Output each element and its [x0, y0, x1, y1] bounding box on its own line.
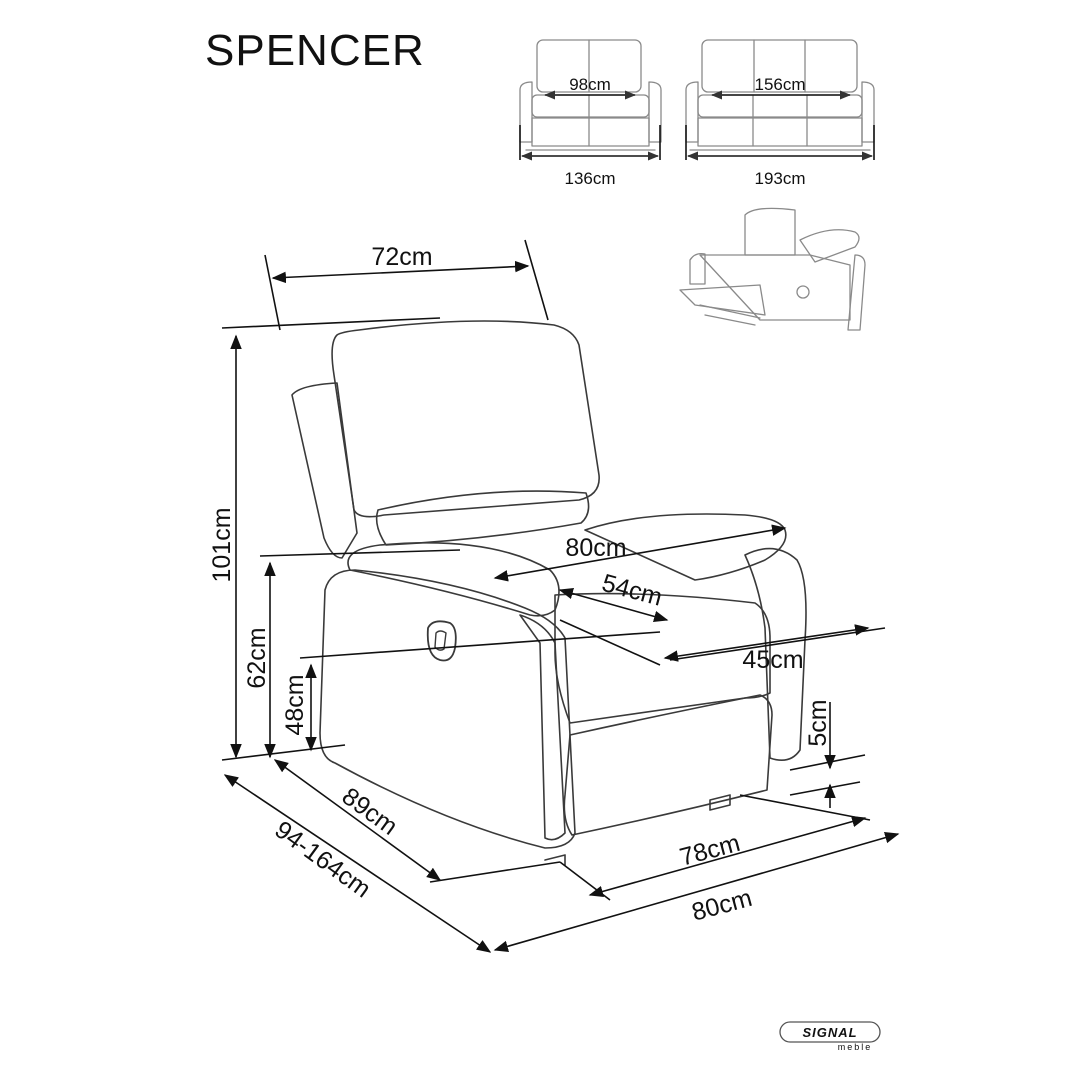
logo-sub: meble	[838, 1042, 873, 1052]
chair-seat-depth: 54cm	[599, 569, 665, 612]
small-sofa-drawing: 98cm 136cm	[519, 39, 662, 188]
logo-brand: SIGNAL	[802, 1025, 857, 1040]
chair-depth-reclined: 94-164cm	[270, 816, 376, 904]
chair-base-width: 78cm	[677, 829, 743, 872]
chair-width-top: 80cm	[565, 534, 626, 562]
small-sofa-outer-width: 136cm	[564, 169, 615, 188]
chair-back-width: 72cm	[371, 243, 432, 271]
chair-total-width: 80cm	[689, 884, 755, 927]
product-title: SPENCER	[205, 26, 425, 75]
chair-height: 101cm	[208, 507, 236, 582]
chair-depth: 89cm	[337, 782, 403, 841]
large-sofa-outer-width: 193cm	[754, 169, 805, 188]
signal-logo: SIGNAL meble	[779, 1021, 881, 1052]
small-sofa-inner-width: 98cm	[569, 75, 611, 94]
large-sofa-drawing: 156cm 193cm	[685, 39, 875, 188]
chair-seat-height: 48cm	[281, 674, 309, 735]
large-sofa-inner-width: 156cm	[754, 75, 805, 94]
chair-seat-width: 45cm	[742, 646, 803, 674]
chair-arm-height: 62cm	[243, 627, 271, 688]
chair-clearance: 5cm	[804, 699, 832, 746]
reclined-sofa-drawing	[679, 207, 866, 331]
recliner-chair-drawing	[291, 320, 807, 866]
